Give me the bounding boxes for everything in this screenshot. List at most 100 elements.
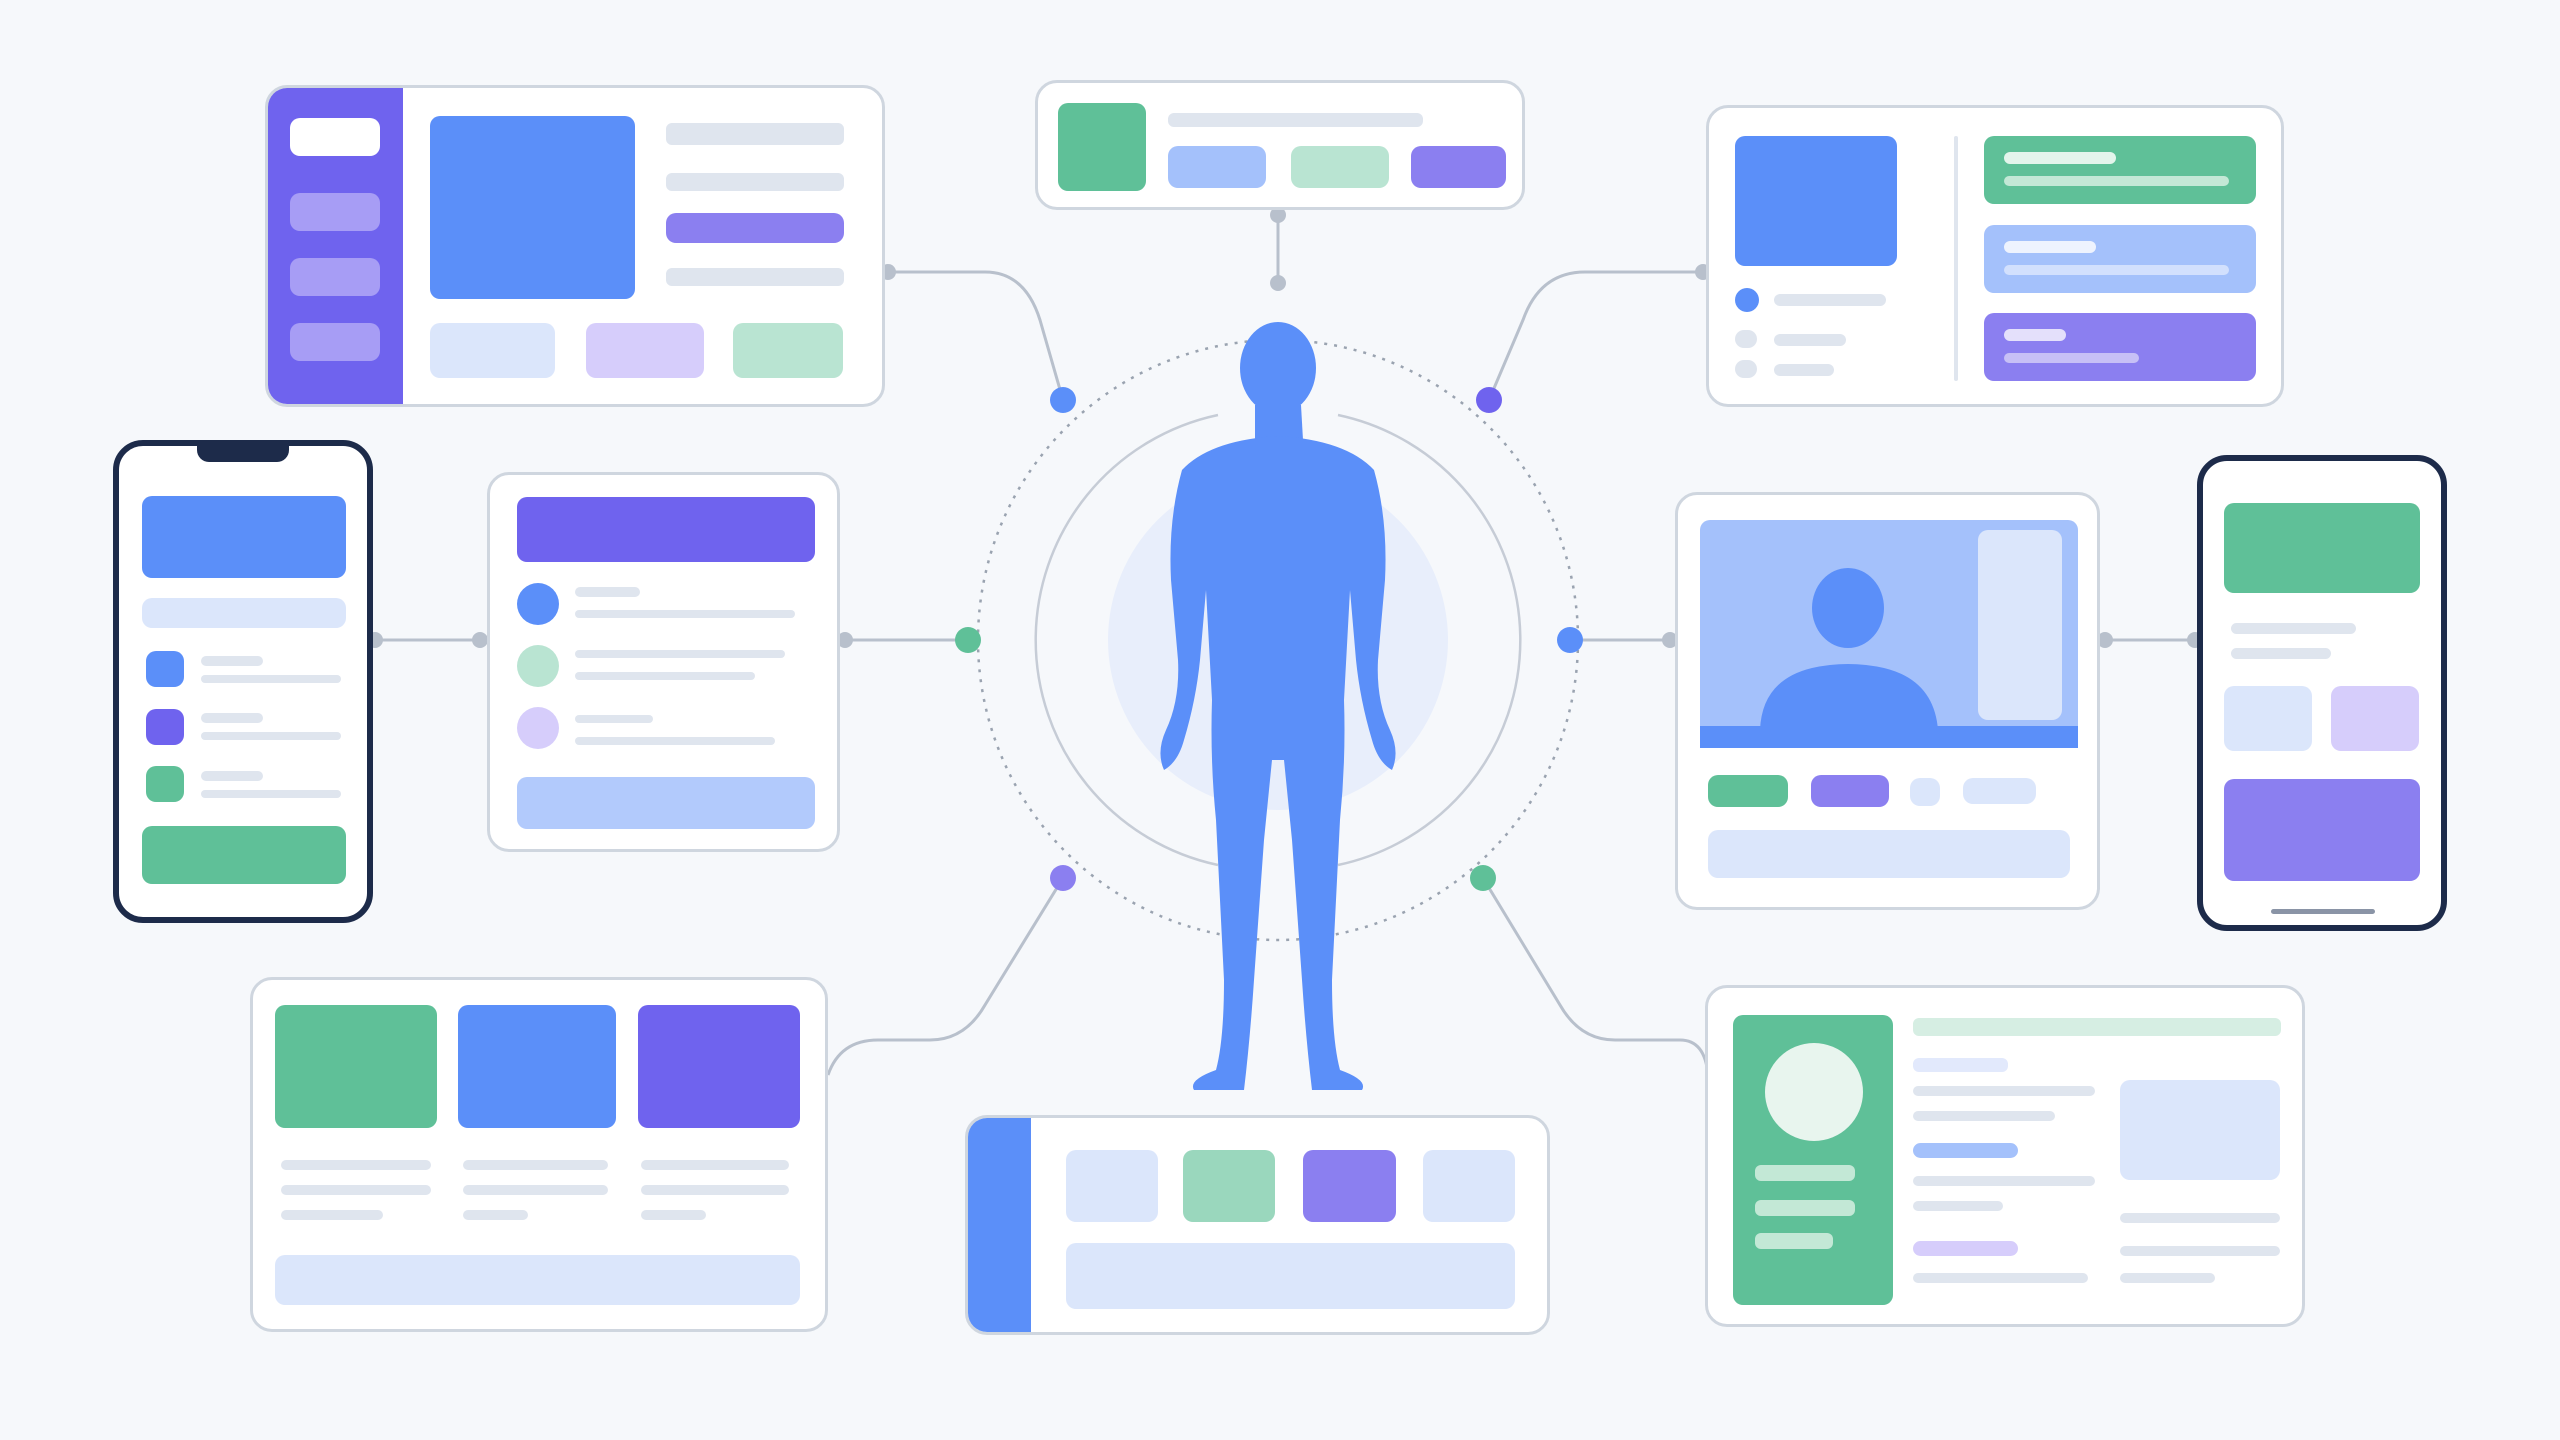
text-line bbox=[641, 1160, 789, 1170]
text-line bbox=[575, 610, 795, 618]
app-window-card bbox=[265, 85, 885, 407]
text-line bbox=[1774, 334, 1846, 346]
action-chip-blue[interactable] bbox=[430, 323, 555, 378]
text-line bbox=[2120, 1246, 2280, 1256]
status-dot bbox=[1735, 360, 1757, 378]
person-avatar-icon bbox=[1700, 568, 2078, 748]
text-line bbox=[2231, 648, 2331, 659]
sidebar-item[interactable] bbox=[290, 193, 380, 231]
video-frame bbox=[1700, 520, 2078, 748]
hero-image-block bbox=[430, 116, 635, 299]
home-indicator bbox=[2271, 909, 2375, 914]
call-control-button[interactable] bbox=[1963, 778, 2036, 804]
action-chip-purple[interactable] bbox=[586, 323, 704, 378]
info-image-block bbox=[2120, 1080, 2280, 1180]
text-line bbox=[1755, 1165, 1855, 1181]
gallery-tile-purple[interactable] bbox=[638, 1005, 800, 1128]
call-control-button[interactable] bbox=[1708, 775, 1788, 807]
text-line bbox=[575, 715, 653, 723]
form-input-bar[interactable] bbox=[1066, 1243, 1515, 1309]
mobile-phone-left bbox=[113, 440, 373, 923]
chat-input[interactable] bbox=[1708, 830, 2070, 878]
hub-node-bottom-left bbox=[1050, 865, 1076, 891]
profile-side-panel bbox=[1733, 1015, 1893, 1305]
card-action-button[interactable] bbox=[517, 777, 815, 829]
text-line bbox=[1913, 1201, 2003, 1211]
text-line bbox=[1913, 1086, 2095, 1096]
text-line bbox=[201, 656, 263, 666]
list-row-purple[interactable] bbox=[1984, 313, 2256, 381]
hub-node-left bbox=[955, 627, 981, 653]
dashboard-card bbox=[1706, 105, 2284, 407]
toolbar-button-purple[interactable] bbox=[1411, 146, 1506, 188]
sidebar-item[interactable] bbox=[290, 258, 380, 296]
phone-search-bar[interactable] bbox=[142, 598, 346, 628]
gallery-tile-green[interactable] bbox=[275, 1005, 437, 1128]
inner-arc-left bbox=[1034, 413, 1219, 867]
text-line bbox=[575, 672, 755, 680]
gallery-footer-bar[interactable] bbox=[275, 1255, 800, 1305]
option-tile[interactable] bbox=[1303, 1150, 1396, 1222]
text-line bbox=[201, 790, 341, 798]
text-line bbox=[641, 1210, 706, 1220]
text-line bbox=[1774, 294, 1886, 306]
row-title-line bbox=[2004, 329, 2066, 341]
hub-node-top-left bbox=[1050, 387, 1076, 413]
option-tile[interactable] bbox=[1183, 1150, 1275, 1222]
sidebar-item[interactable] bbox=[290, 323, 380, 361]
sidebar-item-active[interactable] bbox=[290, 118, 380, 156]
toolbar-button-green[interactable] bbox=[1291, 146, 1389, 188]
phone-tile-blue[interactable] bbox=[2224, 686, 2312, 751]
participant-sidebar bbox=[1978, 530, 2062, 720]
row-subtitle-line bbox=[2004, 353, 2139, 363]
text-line bbox=[575, 737, 775, 745]
text-line bbox=[281, 1160, 431, 1170]
list-row-green[interactable] bbox=[1984, 136, 2256, 204]
mobile-phone-right bbox=[2197, 455, 2447, 931]
list-item-icon bbox=[146, 651, 184, 687]
form-card bbox=[965, 1115, 1550, 1335]
list-row-blue[interactable] bbox=[1984, 225, 2256, 293]
text-line bbox=[575, 587, 640, 597]
text-line bbox=[281, 1185, 431, 1195]
hub-node-right bbox=[1557, 627, 1583, 653]
text-line bbox=[463, 1185, 608, 1195]
profile-card bbox=[1705, 985, 2305, 1327]
text-line bbox=[1913, 1273, 2088, 1283]
tag-blue bbox=[1913, 1143, 2018, 1158]
text-line bbox=[463, 1160, 608, 1170]
status-dot bbox=[1735, 330, 1757, 348]
text-line bbox=[1913, 1058, 2008, 1072]
connector-top-left bbox=[888, 270, 1065, 401]
tag-purple bbox=[1913, 1241, 2018, 1256]
text-line bbox=[575, 650, 785, 658]
option-tile[interactable] bbox=[1066, 1150, 1158, 1222]
phone-header-block bbox=[2224, 503, 2420, 593]
text-line bbox=[201, 713, 263, 723]
toolbar-button-blue[interactable] bbox=[1168, 146, 1266, 188]
toolbar-thumbnail bbox=[1058, 103, 1146, 191]
action-chip-green[interactable] bbox=[733, 323, 843, 378]
card-header-bar bbox=[517, 497, 815, 562]
text-line bbox=[666, 173, 844, 191]
gallery-tile-blue[interactable] bbox=[458, 1005, 616, 1128]
row-title-line bbox=[2004, 241, 2096, 253]
phone-primary-button[interactable] bbox=[2224, 779, 2420, 881]
side-accent-bar bbox=[968, 1118, 1031, 1332]
text-line bbox=[281, 1210, 383, 1220]
status-dot bbox=[1735, 288, 1759, 312]
phone-primary-button[interactable] bbox=[142, 826, 346, 884]
call-control-button[interactable] bbox=[1910, 778, 1940, 806]
option-tile[interactable] bbox=[1423, 1150, 1515, 1222]
phone-header-block bbox=[142, 496, 346, 578]
phone-tile-purple[interactable] bbox=[2331, 686, 2419, 751]
column-divider bbox=[1954, 136, 1958, 381]
call-control-button[interactable] bbox=[1811, 775, 1889, 807]
row-subtitle-line bbox=[2004, 265, 2229, 275]
connector-top-right bbox=[1487, 270, 1703, 401]
text-line bbox=[1774, 364, 1834, 376]
gallery-card bbox=[250, 977, 828, 1332]
text-line bbox=[666, 268, 844, 286]
toolbar-card bbox=[1035, 80, 1525, 210]
